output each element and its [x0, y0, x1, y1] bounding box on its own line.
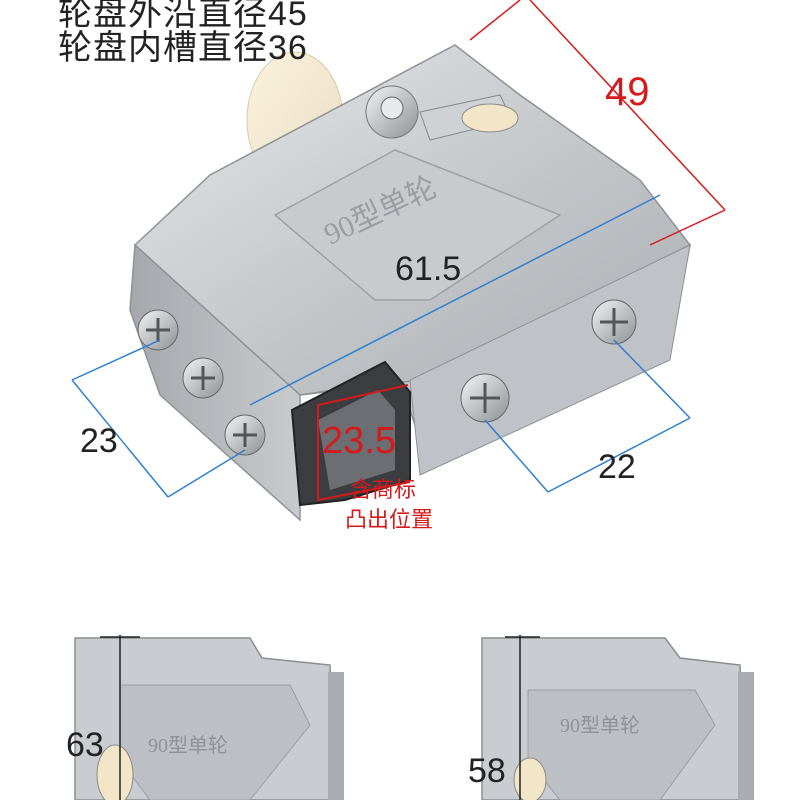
right-view-edge: [738, 672, 754, 800]
left-view-wheel: [96, 744, 134, 800]
axle-nut: [380, 96, 404, 120]
front-view-right: 90型单轮: [481, 635, 754, 800]
dimension-23-5-lines: [317, 384, 411, 501]
note-line-1: 含商标: [350, 477, 417, 502]
screw-3: [224, 414, 266, 456]
dimension-opening-label: 23.5: [322, 420, 396, 462]
header-line-2: 轮盘内槽直径36: [58, 29, 308, 67]
dimension-height-label: 49: [605, 70, 650, 114]
dimension-23-lines: [71, 339, 246, 498]
channel-inner: [318, 390, 395, 490]
right-view-wheel: [513, 757, 547, 800]
right-view-label: 90型单轮: [560, 714, 640, 737]
dimension-view2-label: 58: [468, 752, 506, 790]
screw-5: [591, 299, 637, 345]
axle-slot: [461, 103, 519, 133]
dimension-61-lines: [249, 194, 661, 406]
dimension-side-label: 23: [80, 422, 118, 460]
dimension-49-lines: [469, 0, 726, 246]
left-view-label: 90型单轮: [148, 734, 228, 757]
screw-1: [137, 309, 179, 351]
front-view-left: 90型单轮: [74, 635, 344, 800]
dimension-length-label: 61.5: [395, 250, 462, 288]
dimension-22-lines: [484, 339, 691, 493]
note-line-2: 凸出位置: [345, 507, 434, 532]
screw-4: [460, 373, 510, 423]
embossed-panel: [273, 149, 562, 301]
dimension-screw-label: 22: [598, 448, 636, 486]
header-line-1: 轮盘外沿直径45: [58, 0, 308, 33]
left-view-edge: [328, 672, 344, 800]
roller-assembly: 90型单轮: [129, 44, 692, 522]
screw-2: [182, 357, 224, 399]
dimension-view1-label: 63: [66, 726, 104, 764]
